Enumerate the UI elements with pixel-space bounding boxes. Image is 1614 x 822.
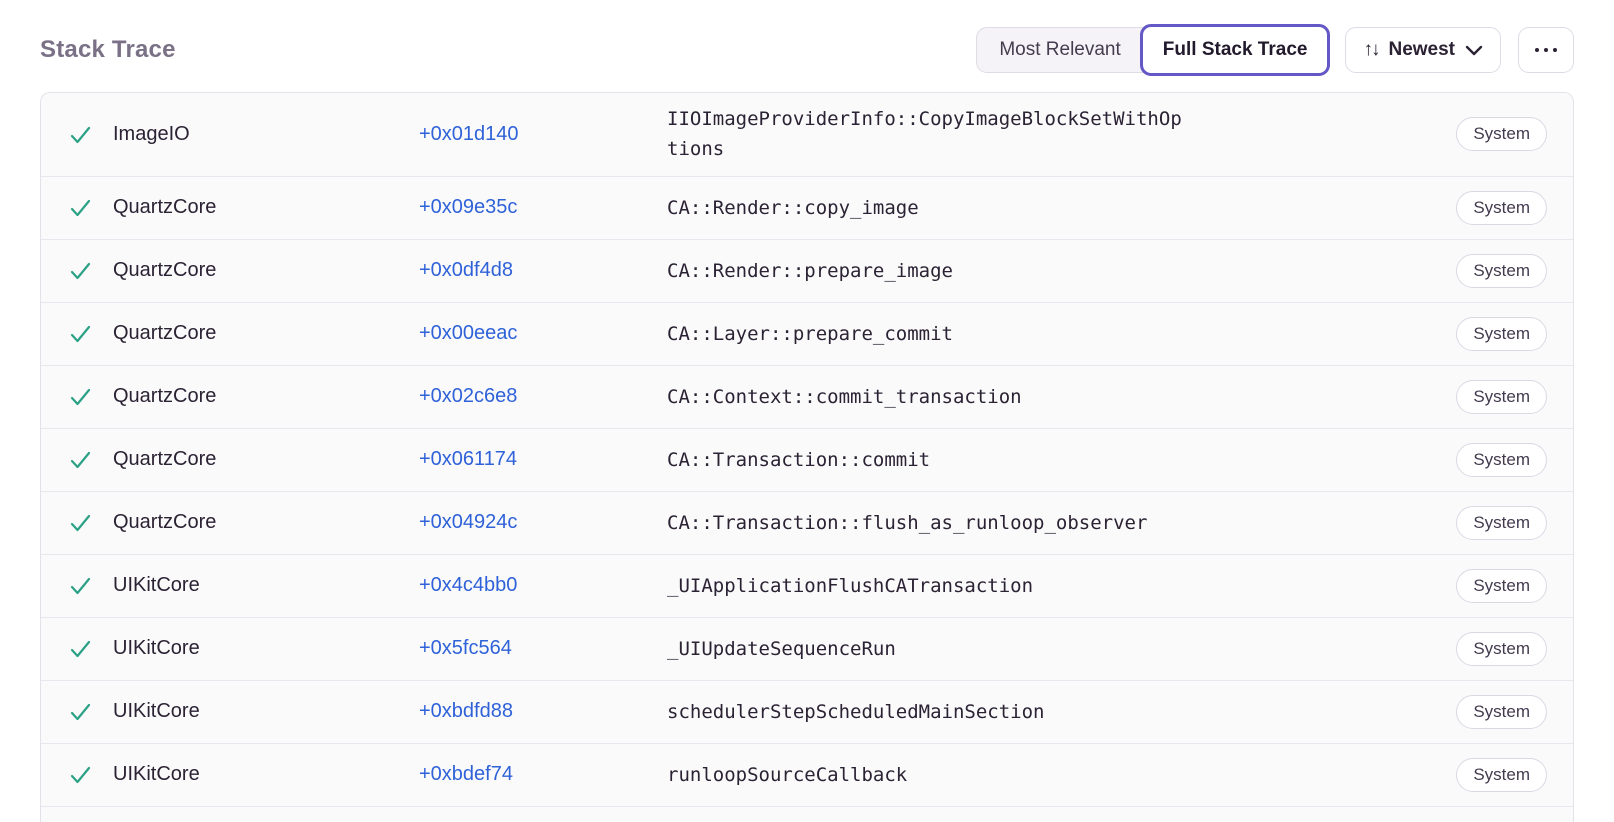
check-icon [67, 446, 113, 473]
stack-frame-row[interactable]: UIKitCore +0x5fc564 _UIUpdateSequenceRun… [41, 617, 1573, 681]
stack-frame-row[interactable]: QuartzCore +0x00eeac CA::Layer::prepare_… [41, 302, 1573, 366]
address-link[interactable]: +0xbdef74 [419, 763, 513, 786]
system-badge: System [1456, 316, 1547, 351]
check-icon [67, 509, 113, 536]
system-badge: System [1456, 694, 1547, 729]
stack-frame-row[interactable]: QuartzCore +0x02c6e8 CA::Context::commit… [41, 365, 1573, 429]
stack-frame-row[interactable]: UIKitCore +0x4c4bb0 _UIApplicationFlushC… [41, 554, 1573, 618]
address-link[interactable]: +0x02c6e8 [419, 385, 518, 408]
check-icon [67, 194, 113, 221]
function-name: _UIApplicationFlushCATransaction [667, 574, 1034, 597]
toggle-most-relevant[interactable]: Most Relevant [977, 28, 1142, 72]
view-toggle-group: Most Relevant Full Stack Trace [976, 24, 1331, 76]
function-name: CA::Transaction::flush_as_runloop_observ… [667, 511, 1148, 534]
function-name: runloopSourceCallback [667, 763, 908, 786]
stack-frame-row[interactable]: UIKitCore +0xbdef74 runloopSourceCallbac… [41, 743, 1573, 807]
check-icon [67, 383, 113, 410]
stack-frame-row[interactable]: ImageIO +0x01d140 IIOImageProviderInfo::… [41, 93, 1573, 177]
stack-frame-row[interactable]: QuartzCore +0x061174 CA::Transaction::co… [41, 428, 1573, 492]
module-name: UIKitCore [113, 700, 200, 723]
function-name: CA::Render::prepare_image [667, 259, 953, 282]
more-options-button[interactable] [1518, 27, 1574, 73]
function-name: CA::Render::copy_image [667, 196, 919, 219]
stack-frame-row[interactable]: QuartzCore +0x04924c CA::Transaction::fl… [41, 491, 1573, 555]
function-name: CA::Transaction::commit [667, 448, 931, 471]
module-name: QuartzCore [113, 448, 217, 471]
module-name: QuartzCore [113, 511, 217, 534]
address-link[interactable]: +0xbdfd88 [419, 700, 513, 723]
function-name: _UIUpdateSequenceRun [667, 637, 896, 660]
sort-label: Newest [1388, 39, 1455, 60]
module-name: ImageIO [113, 122, 190, 145]
function-name: schedulerStepScheduledMainSection [667, 700, 1045, 723]
page-title: Stack Trace [40, 36, 176, 63]
sort-arrows-icon: ↑↓ [1363, 39, 1380, 60]
function-name: CA::Layer::prepare_commit [667, 322, 953, 345]
toggle-full-stack-trace[interactable]: Full Stack Trace [1139, 24, 1331, 76]
system-badge: System [1456, 505, 1547, 540]
address-link[interactable]: +0x00eeac [419, 322, 518, 345]
chevron-down-icon [1465, 45, 1483, 56]
function-name: IIOImageProviderInfo::CopyImageBlockSetW… [667, 108, 1182, 161]
address-link[interactable]: +0x09e35c [419, 196, 518, 219]
clipped-next-row [41, 806, 1573, 822]
module-name: UIKitCore [113, 637, 200, 660]
header-controls: Most Relevant Full Stack Trace ↑↓ Newest [976, 24, 1574, 76]
address-link[interactable]: +0x0df4d8 [419, 259, 513, 282]
system-badge: System [1456, 757, 1547, 792]
address-link[interactable]: +0x04924c [419, 511, 518, 534]
stack-frame-row[interactable]: UIKitCore +0xbdfd88 schedulerStepSchedul… [41, 680, 1573, 744]
system-badge: System [1456, 117, 1547, 152]
address-link[interactable]: +0x5fc564 [419, 637, 512, 660]
ellipsis-icon [1534, 47, 1540, 53]
system-badge: System [1456, 442, 1547, 477]
stack-trace-table: ImageIO +0x01d140 IIOImageProviderInfo::… [40, 92, 1574, 822]
module-name: QuartzCore [113, 322, 217, 345]
check-icon [67, 761, 113, 788]
module-name: QuartzCore [113, 259, 217, 282]
address-link[interactable]: +0x061174 [419, 448, 518, 471]
module-name: UIKitCore [113, 763, 200, 786]
stack-trace-header: Stack Trace Most Relevant Full Stack Tra… [0, 0, 1614, 76]
system-badge: System [1456, 253, 1547, 288]
stack-frame-row[interactable]: QuartzCore +0x0df4d8 CA::Render::prepare… [41, 239, 1573, 303]
system-badge: System [1456, 379, 1547, 414]
system-badge: System [1456, 190, 1547, 225]
check-icon [67, 698, 113, 725]
check-icon [67, 121, 113, 148]
stack-frame-row[interactable]: QuartzCore +0x09e35c CA::Render::copy_im… [41, 176, 1573, 240]
module-name: QuartzCore [113, 385, 217, 408]
check-icon [67, 257, 113, 284]
system-badge: System [1456, 631, 1547, 666]
address-link[interactable]: +0x01d140 [419, 122, 519, 145]
check-icon [67, 572, 113, 599]
system-badge: System [1456, 568, 1547, 603]
sort-newest-dropdown[interactable]: ↑↓ Newest [1345, 27, 1501, 73]
module-name: UIKitCore [113, 574, 200, 597]
check-icon [67, 320, 113, 347]
check-icon [67, 635, 113, 662]
function-name: CA::Context::commit_transaction [667, 385, 1022, 408]
module-name: QuartzCore [113, 196, 217, 219]
address-link[interactable]: +0x4c4bb0 [419, 574, 518, 597]
